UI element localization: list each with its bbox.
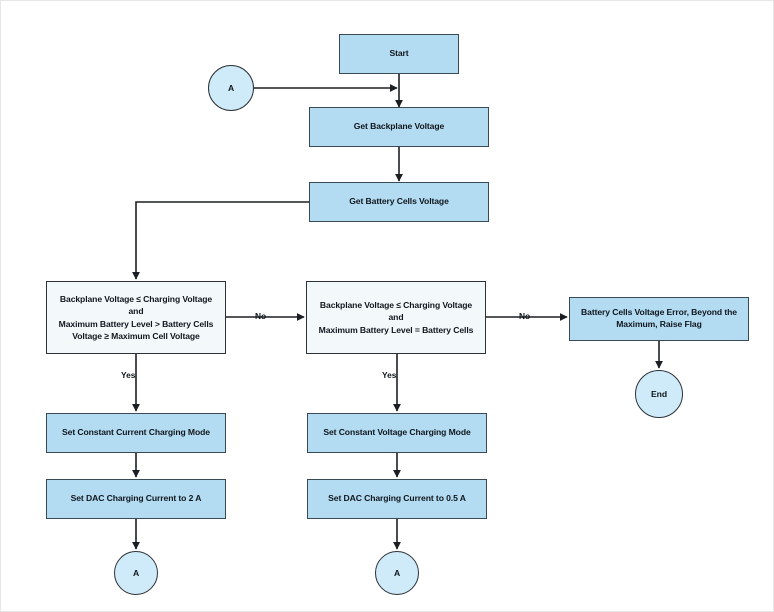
decision-one-line-2: and: [128, 306, 144, 317]
get-battery-cells-voltage-node[interactable]: Get Battery Cells Voltage: [309, 182, 489, 222]
edge-label-no-two: No: [519, 311, 531, 321]
decision-one-node[interactable]: Backplane Voltage ≤ Charging Voltage and…: [46, 281, 226, 354]
set-dac-current-05a-label: Set DAC Charging Current to 0.5 A: [328, 493, 466, 504]
decision-two-line-2: and: [388, 312, 404, 323]
decision-two-line-3: Maximum Battery Level = Battery Cells: [318, 324, 474, 335]
connector-a-top-label: A: [227, 83, 235, 93]
set-constant-voltage-mode-label: Set Constant Voltage Charging Mode: [323, 427, 471, 438]
error-node-line-2: Maximum, Raise Flag: [616, 319, 702, 329]
decision-one-line-3: Maximum Battery Level > Battery Cells: [58, 318, 214, 329]
connector-a-bottom-right-label: A: [393, 568, 401, 578]
edge-label-no-one: No: [255, 311, 267, 321]
battery-cells-voltage-error-node[interactable]: Battery Cells Voltage Error, Beyond the …: [569, 297, 749, 341]
set-constant-voltage-mode-node[interactable]: Set Constant Voltage Charging Mode: [307, 413, 487, 453]
set-constant-current-mode-node[interactable]: Set Constant Current Charging Mode: [46, 413, 226, 453]
start-node[interactable]: Start: [339, 34, 459, 74]
edge-label-yes-two: Yes: [382, 370, 397, 380]
get-backplane-voltage-label: Get Backplane Voltage: [353, 121, 445, 132]
decision-one-line-4: Voltage ≥ Maximum Cell Voltage: [72, 330, 200, 341]
get-backplane-voltage-node[interactable]: Get Backplane Voltage: [309, 107, 489, 147]
connector-a-bottom-left[interactable]: A: [114, 551, 158, 595]
connector-a-top[interactable]: A: [208, 65, 254, 111]
set-dac-current-05a-node[interactable]: Set DAC Charging Current to 0.5 A: [307, 479, 487, 519]
end-node[interactable]: End: [635, 370, 683, 418]
get-battery-cells-voltage-label: Get Battery Cells Voltage: [349, 196, 449, 207]
error-node-line-1: Battery Cells Voltage Error, Beyond the: [581, 307, 737, 318]
decision-two-node[interactable]: Backplane Voltage ≤ Charging Voltage and…: [306, 281, 486, 354]
start-node-label: Start: [389, 48, 409, 59]
end-node-label: End: [651, 389, 667, 399]
edge-cells-to-decision-one: [132, 201, 309, 280]
connector-a-bottom-left-label: A: [132, 568, 140, 578]
decision-two-line-1: Backplane Voltage ≤ Charging Voltage: [319, 299, 473, 310]
set-constant-current-mode-label: Set Constant Current Charging Mode: [62, 427, 210, 438]
set-dac-current-2a-node[interactable]: Set DAC Charging Current to 2 A: [46, 479, 226, 519]
edge-label-yes-one: Yes: [121, 370, 136, 380]
connector-a-bottom-right[interactable]: A: [375, 551, 419, 595]
set-dac-current-2a-label: Set DAC Charging Current to 2 A: [70, 493, 202, 504]
decision-one-line-1: Backplane Voltage ≤ Charging Voltage: [59, 293, 213, 304]
